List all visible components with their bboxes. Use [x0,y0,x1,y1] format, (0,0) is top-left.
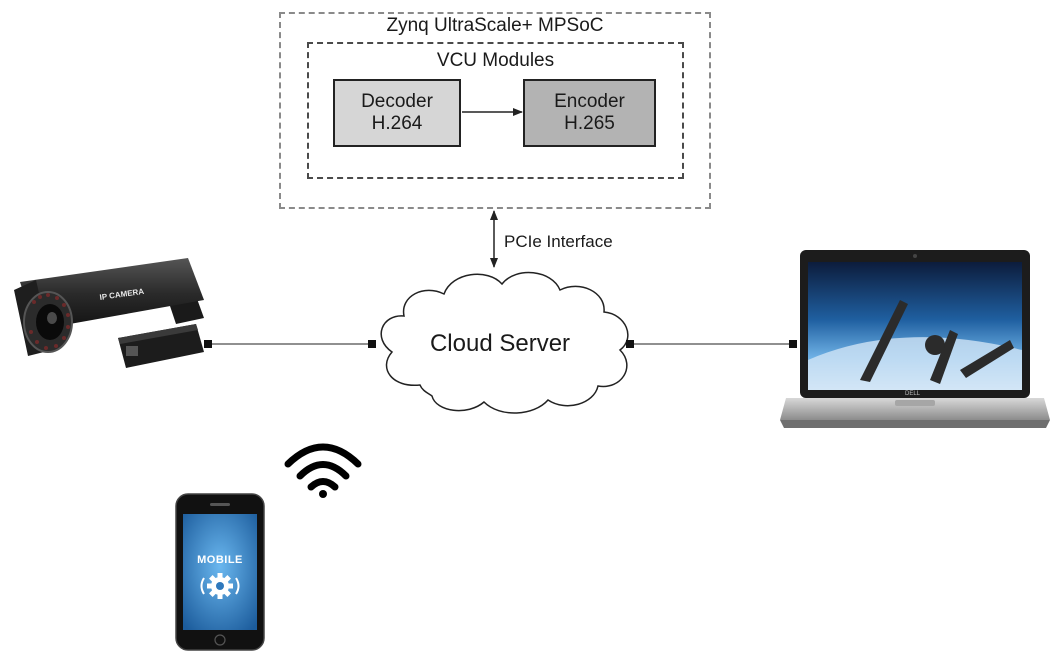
cloud-server-shape [380,271,629,414]
mobile-screen-label: MOBILE [197,554,243,566]
cloud-laptop-connection [626,340,797,348]
cloud-server-label: Cloud Server [429,330,571,357]
soc-title: Zynq UltraScale+ MPSoC [386,15,604,36]
decoder-module: Decoder H.264 [333,79,461,147]
decoder-name: Decoder [361,91,433,112]
encoder-codec: H.265 [564,113,615,134]
ip-camera-illustration [14,258,204,368]
pcie-label: PCIe Interface [504,232,613,251]
mobile-phone-illustration [175,493,265,651]
soc-container [279,12,711,209]
wifi-icon [284,443,362,498]
laptop-brand-text: DELL [905,391,921,397]
encoder-module: Encoder H.265 [523,79,656,147]
gear-icon [200,573,240,599]
decoder-codec: H.264 [371,113,423,134]
vcu-title: VCU Modules [436,50,555,71]
camera-cloud-connection [204,340,376,348]
laptop-illustration [780,250,1050,428]
encoder-name: Encoder [554,91,625,112]
vcu-container [307,42,684,179]
